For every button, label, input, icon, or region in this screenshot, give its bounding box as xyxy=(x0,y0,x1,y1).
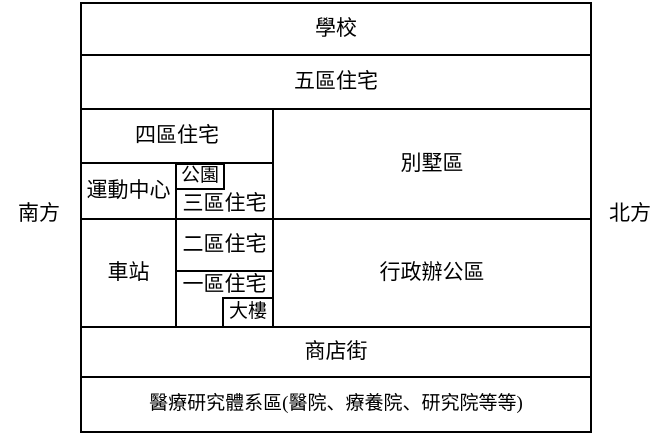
zone-park: 公園 xyxy=(175,163,225,190)
zone-admin-office-district: 行政辦公區 xyxy=(272,218,592,328)
zone-sports-center-label: 運動中心 xyxy=(86,178,171,203)
zone-shopping-street: 商店街 xyxy=(80,326,592,378)
zone-train-station-label: 車站 xyxy=(107,260,150,285)
zone-district2-residential: 二區住宅 xyxy=(175,218,274,272)
zone-district2-label: 二區住宅 xyxy=(182,232,267,257)
zone-district4-residential: 四區住宅 xyxy=(80,108,274,164)
zone-school-label: 學校 xyxy=(315,16,357,41)
zone-district5-label: 五區住宅 xyxy=(294,69,378,94)
zone-villa-district: 別墅區 xyxy=(272,108,592,220)
zone-sports-center: 運動中心 xyxy=(80,162,177,220)
zone-tower-label: 大樓 xyxy=(228,301,267,323)
zone-shopping-street-label: 商店街 xyxy=(304,339,368,364)
compass-label-north: 北方 xyxy=(609,201,651,225)
zone-district1-label: 一區住宅 xyxy=(182,272,267,296)
zone-medical-research-label: 醫療研究體系區(醫院、療養院、研究院等等) xyxy=(149,393,523,415)
zone-tower-building: 大樓 xyxy=(222,297,274,328)
zone-admin-office-label: 行政辦公區 xyxy=(379,260,485,285)
zone-school: 學校 xyxy=(80,2,592,56)
zone-district4-label: 四區住宅 xyxy=(135,123,219,148)
zone-district5-residential: 五區住宅 xyxy=(80,54,592,110)
zone-park-label: 公園 xyxy=(180,165,219,187)
zone-medical-research-district: 醫療研究體系區(醫院、療養院、研究院等等) xyxy=(80,376,592,433)
zone-train-station: 車站 xyxy=(80,218,177,328)
zone-villa-label: 別墅區 xyxy=(400,151,464,176)
compass-label-south: 南方 xyxy=(18,201,60,225)
zone-district3-label: 三區住宅 xyxy=(182,190,267,215)
